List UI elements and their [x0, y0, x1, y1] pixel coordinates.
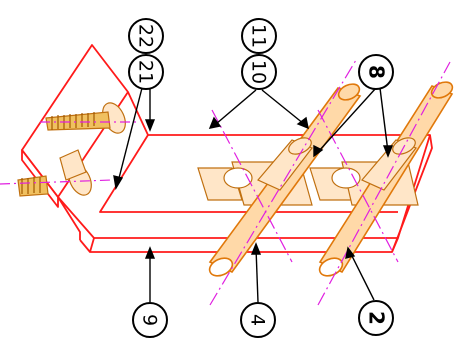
callout-22-label: 22 — [135, 24, 157, 48]
callout-8-label: 8 — [365, 65, 389, 79]
callout-11: 11 — [241, 18, 277, 54]
callout-4-label: 4 — [247, 314, 269, 326]
callout-10: 10 — [241, 54, 277, 90]
callout-21: 21 — [128, 54, 164, 90]
callout-9-label: 9 — [139, 314, 161, 326]
clamp-strap-left — [257, 137, 313, 191]
callout-2: 2 — [358, 300, 394, 336]
callout-2-label: 2 — [365, 311, 389, 325]
callout-22: 22 — [128, 18, 164, 54]
centerlines — [209, 59, 451, 306]
callout-9: 9 — [132, 302, 168, 338]
callout-10-label: 10 — [248, 60, 270, 84]
callout-8: 8 — [358, 54, 394, 90]
screw-upper — [45, 102, 126, 134]
leader-lines — [113, 87, 394, 303]
callout-11-label: 11 — [248, 24, 270, 48]
callout-4: 4 — [240, 302, 276, 338]
clamp-strap-right — [361, 137, 417, 191]
callout-21-label: 21 — [135, 60, 157, 84]
screw-lower — [17, 149, 92, 197]
